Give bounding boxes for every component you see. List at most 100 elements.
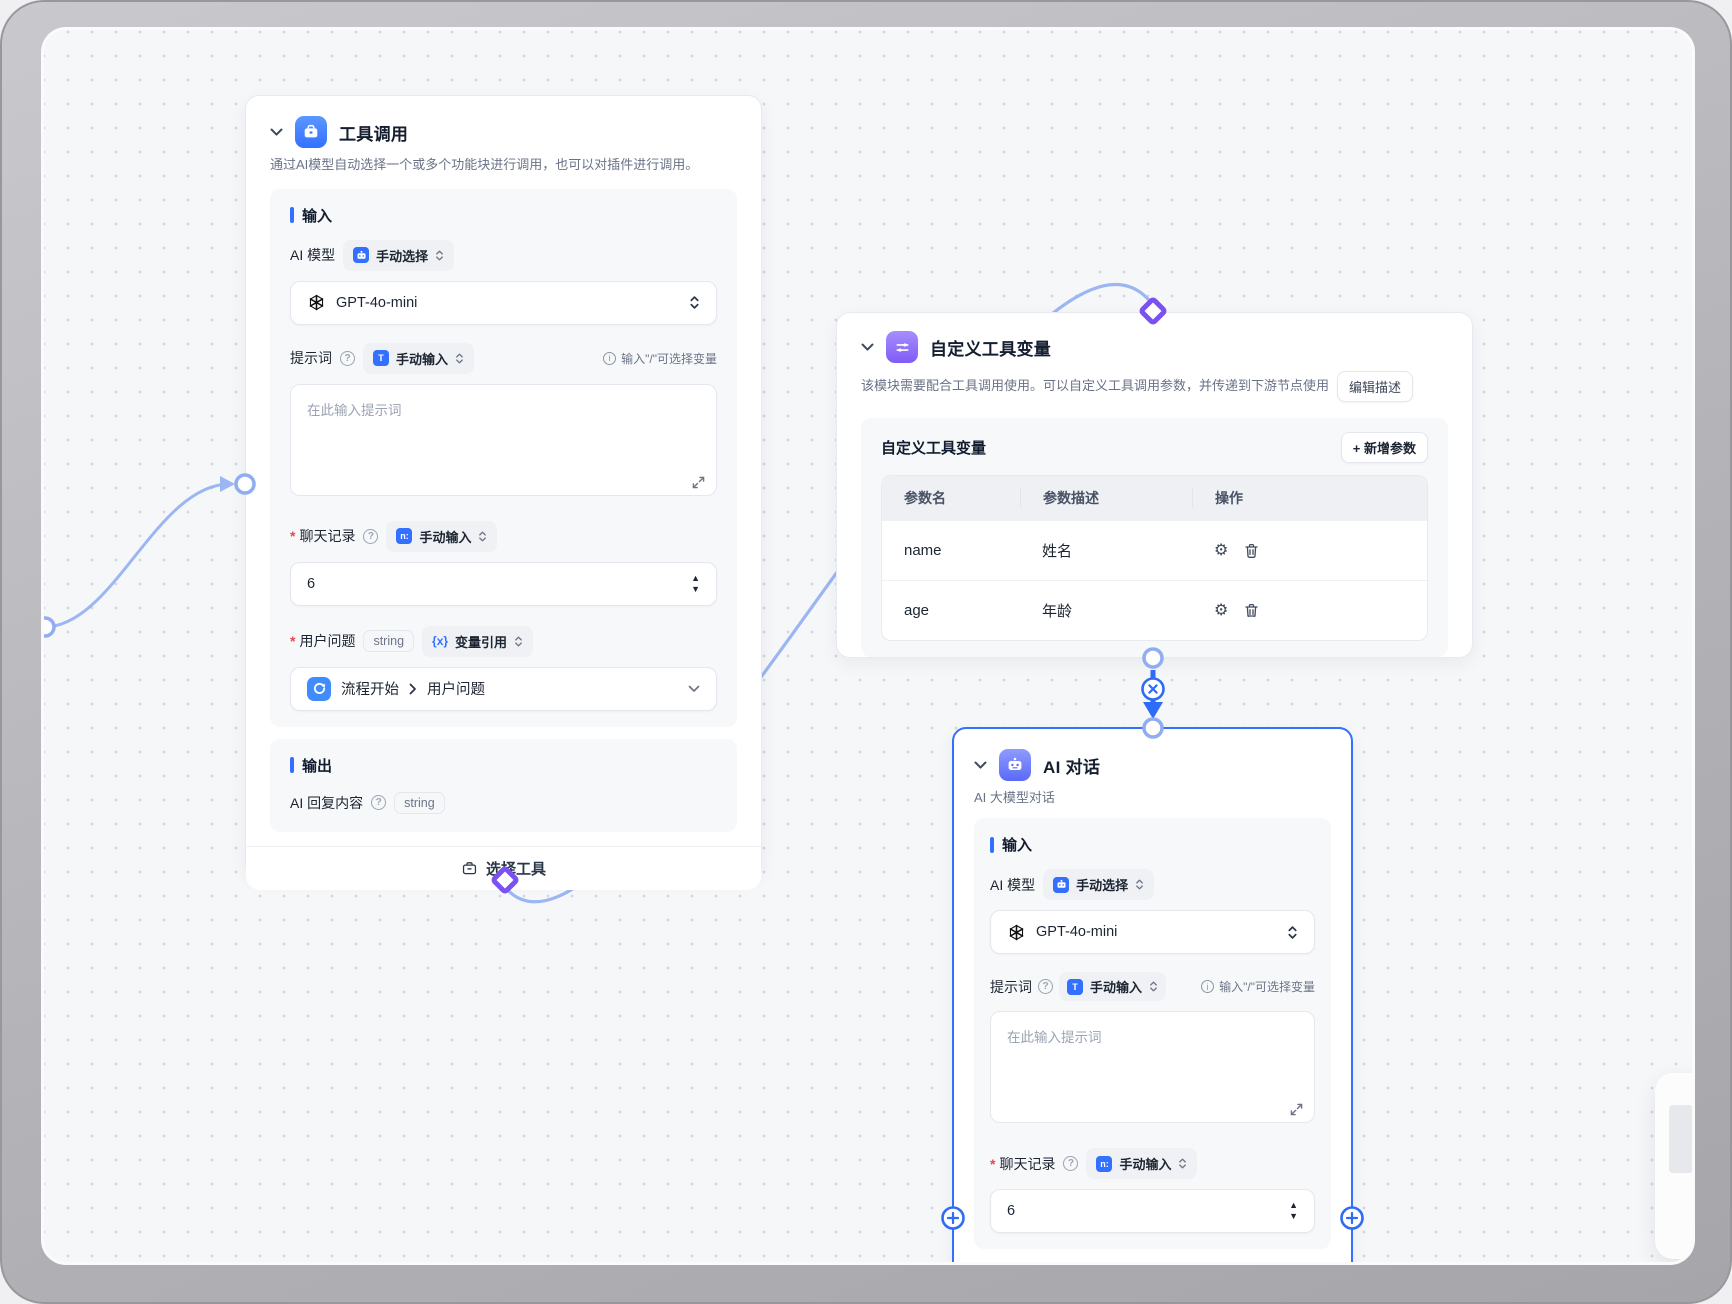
stepper-down-icon[interactable]: ▼ [1289, 1211, 1298, 1221]
prompt-textarea[interactable] [290, 383, 717, 496]
history-label: 聊天记录 [999, 1155, 1056, 1172]
collapse-chevron-icon[interactable] [974, 761, 987, 770]
node-tool-call[interactable]: 工具调用 通过AI模型自动选择一个或多个功能块进行调用，也可以对插件进行调用。 … [245, 95, 762, 890]
expand-icon[interactable] [692, 476, 705, 489]
chevron-right-icon [409, 683, 416, 695]
trash-icon[interactable] [1244, 603, 1259, 619]
number-input-icon: n: [1096, 1155, 1113, 1172]
panel-thumbnail [1669, 1105, 1692, 1173]
flow-start-icon [307, 676, 331, 701]
model-label: AI 模型 [990, 876, 1036, 893]
type-badge: string [394, 791, 445, 814]
history-mode-select[interactable]: n: 手动输入 [386, 520, 498, 552]
robot-icon [353, 247, 370, 264]
model-label: AI 模型 [290, 247, 336, 264]
param-desc: 年龄 [1042, 603, 1073, 620]
help-icon[interactable]: ? [371, 795, 387, 811]
params-table: 参数名 参数描述 操作 name 姓名 ⚙ [881, 475, 1428, 641]
node-custom-tool-variables[interactable]: 自定义工具变量 该模块需要配合工具调用使用。可以自定义工具调用参数，并传递到下游… [836, 312, 1473, 658]
prompt-mode-select[interactable]: T 手动输入 [1059, 972, 1167, 1001]
toolbox-icon [295, 116, 327, 148]
required-mark: * [290, 528, 296, 545]
gear-icon[interactable]: ⚙ [1214, 541, 1229, 559]
panel-title: 自定义工具变量 [881, 440, 987, 457]
gear-icon[interactable]: ⚙ [1214, 601, 1229, 619]
select-tool-button[interactable]: 选择工具 [246, 845, 761, 890]
updown-chevron-icon [515, 636, 522, 647]
help-icon[interactable]: ? [363, 528, 379, 544]
updown-chevron-icon [456, 353, 463, 364]
input-section: 输入 AI 模型 手动选择 GPT-4 [974, 818, 1331, 1249]
section-bar [290, 757, 294, 774]
model-mode-select[interactable]: 手动选择 [1043, 869, 1155, 900]
info-icon: i [603, 351, 617, 365]
updown-chevron-icon [1150, 981, 1157, 992]
number-input-icon: n: [396, 528, 413, 545]
table-header-row: 参数名 参数描述 操作 [882, 476, 1427, 520]
node-title: AI 对话 [1043, 757, 1101, 777]
stepper-down-icon[interactable]: ▼ [691, 583, 700, 594]
input-section: 输入 AI 模型 手动选择 GPT-4 [270, 188, 737, 727]
remove-connection-icon [1141, 677, 1165, 701]
add-param-button[interactable]: + 新增参数 [1340, 432, 1428, 463]
table-row: age 年龄 ⚙ [882, 580, 1427, 640]
openai-logo-icon [1007, 923, 1026, 942]
collapse-chevron-icon[interactable] [861, 343, 874, 352]
col-header-desc: 参数描述 [1020, 488, 1192, 508]
table-row: name 姓名 ⚙ [882, 520, 1427, 580]
stepper-up-icon[interactable]: ▲ [691, 572, 700, 583]
prompt-label: 提示词 [990, 978, 1032, 995]
help-icon[interactable]: ? [340, 350, 355, 366]
updown-chevron-icon [479, 531, 487, 542]
col-header-name: 参数名 [904, 490, 946, 506]
help-icon[interactable]: ? [1038, 979, 1053, 994]
slash-variable-hint: i 输入"/"可选择变量 [603, 350, 717, 367]
output-section: 输出 AI 回复内容 ? string [270, 738, 737, 832]
help-icon[interactable]: ? [1063, 1156, 1079, 1171]
floating-side-panel[interactable] [1655, 1073, 1692, 1259]
question-variable-select[interactable]: 流程开始 用户问题 [290, 666, 717, 711]
question-label: 用户问题 [299, 633, 356, 650]
node-title: 自定义工具变量 [930, 339, 1052, 359]
type-badge: string [363, 630, 415, 653]
output-field-label: AI 回复内容 [290, 794, 364, 811]
openai-logo-icon [307, 293, 326, 312]
history-number-input[interactable]: ▲ ▼ [290, 561, 717, 606]
model-mode-select[interactable]: 手动选择 [343, 239, 455, 271]
history-number-input[interactable]: ▲ ▼ [990, 1189, 1315, 1233]
updown-chevron-icon [690, 296, 699, 310]
info-icon: i [1201, 980, 1215, 993]
variable-ref-icon: {x} [432, 634, 449, 649]
collapse-chevron-icon[interactable] [270, 128, 283, 137]
updown-chevron-icon [1288, 925, 1297, 939]
edit-description-button[interactable]: 编辑描述 [1337, 371, 1414, 402]
workflow-canvas[interactable]: 工具调用 通过AI模型自动选择一个或多个功能块进行调用，也可以对插件进行调用。 … [44, 30, 1692, 1262]
node-description: 通过AI模型自动选择一个或多个功能块进行调用，也可以对插件进行调用。 [270, 157, 699, 172]
stepper-up-icon[interactable]: ▲ [1289, 1200, 1298, 1210]
col-header-ops: 操作 [1192, 488, 1427, 508]
section-title: 输入 [1002, 837, 1033, 854]
model-select[interactable]: GPT-4o-mini [290, 280, 717, 325]
param-name: name [904, 542, 942, 559]
question-mode-select[interactable]: {x} 变量引用 [422, 625, 534, 657]
expand-icon[interactable] [1290, 1103, 1303, 1116]
slash-variable-hint: i 输入"/"可选择变量 [1201, 978, 1315, 995]
required-mark: * [990, 1155, 996, 1172]
history-mode-select[interactable]: n: 手动输入 [1086, 1148, 1198, 1179]
prompt-label: 提示词 [290, 350, 332, 367]
plus-icon: + [1352, 441, 1361, 456]
node-subtitle: AI 大模型对话 [974, 790, 1055, 805]
updown-chevron-icon [1136, 879, 1144, 890]
connector-arrowhead [1143, 702, 1163, 719]
sliders-icon [886, 331, 918, 363]
prompt-mode-select[interactable]: T 手动输入 [363, 342, 475, 374]
trash-icon[interactable] [1244, 543, 1259, 559]
param-name: age [904, 602, 930, 619]
prompt-textarea[interactable] [990, 1011, 1315, 1123]
toolbox-outline-icon [462, 862, 477, 875]
model-select[interactable]: GPT-4o-mini [990, 910, 1315, 954]
text-input-icon: T [1067, 978, 1083, 995]
node-ai-chat[interactable]: AI 对话 AI 大模型对话 输入 AI 模型 手动选择 [952, 727, 1353, 1262]
section-bar [990, 836, 994, 853]
